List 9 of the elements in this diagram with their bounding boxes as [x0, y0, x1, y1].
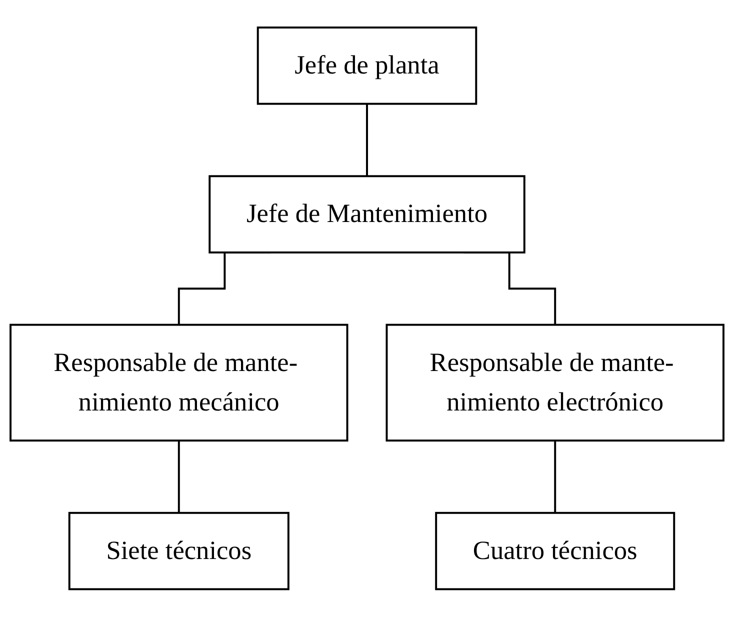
- node-box: Responsable de mante- nimiento mecánico: [10, 324, 348, 442]
- connector: [178, 440, 180, 514]
- node-box: Cuatro técnicos: [435, 512, 676, 590]
- node-box: Jefe de planta: [256, 26, 478, 105]
- node-box: Jefe de Mantenimiento: [208, 175, 526, 254]
- node-box: Siete técnicos: [68, 512, 290, 590]
- connector: [366, 102, 368, 178]
- node-box: Responsable de mante- nimiento electrónico: [386, 324, 724, 442]
- connector: [554, 440, 556, 514]
